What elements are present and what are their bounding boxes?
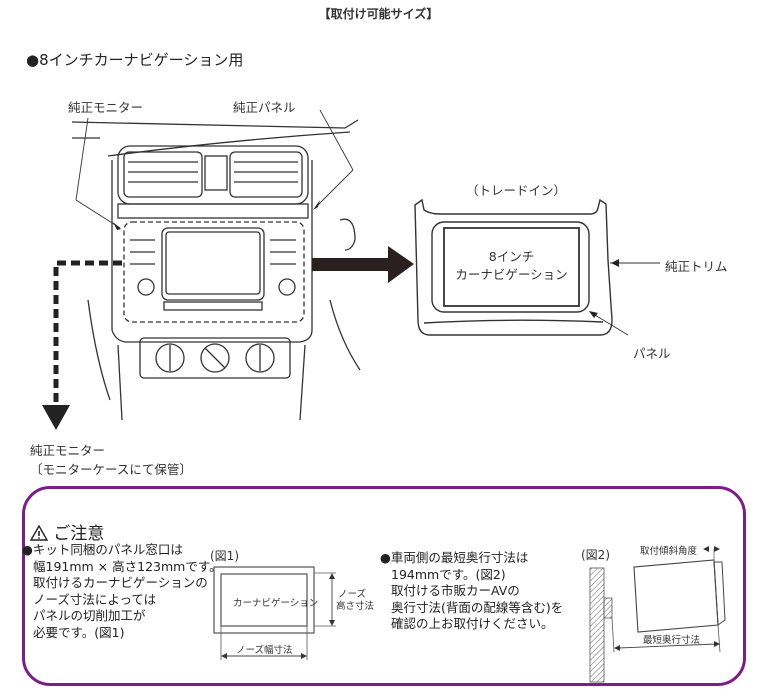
dashboard-illustration <box>71 109 361 421</box>
air-vent-right <box>229 151 303 198</box>
hazard-switch <box>204 155 228 191</box>
fig1-width-label: ノーズ幅寸法 <box>236 645 293 656</box>
notice-right-line: 奥行寸法(背面の配線等含む)を <box>391 599 564 615</box>
label-stock-trim: 純正トリム <box>665 259 728 274</box>
label-stock-panel: 純正パネル <box>233 100 296 115</box>
notice-right-text: ●車両側の最短奥行寸法は 194mmです。(図2) 取付ける市販カーAVの 奥行… <box>380 550 563 633</box>
page-title: 【取付け可能サイズ】 <box>318 7 439 21</box>
fig1-inner-text: カーナビゲーション <box>233 598 319 609</box>
notice-left-line: 必要です。(図1) <box>33 624 125 640</box>
label-panel: パネル <box>633 346 671 361</box>
down-arrow-head <box>42 405 70 430</box>
notice-right-line: ●車両側の最短奥行寸法は <box>380 550 529 565</box>
notice-right-line: 取付ける市販カーAVの <box>391 583 520 598</box>
notice-left-line: 幅191mm × 高さ123mmです。 <box>33 558 222 574</box>
notice-right-line: 194mmです。(図2) <box>391 566 506 582</box>
right-knob <box>278 278 296 296</box>
tradein-arrow-shaft <box>312 258 390 271</box>
climate-knob-right <box>245 343 275 373</box>
dash-top-line <box>71 119 359 129</box>
removal-arrow <box>53 260 122 410</box>
trim-pointer-arrow <box>611 259 619 267</box>
label-stock-monitor-removed: 純正モニター <box>30 443 106 458</box>
notice-title: ご注意 <box>53 524 105 544</box>
notice-left-line: 取付けるカーナビゲーションの <box>33 575 208 590</box>
label-stock-monitor: 純正モニター <box>68 100 144 115</box>
stock-trim-outline <box>414 198 613 336</box>
fig2-label: (図2) <box>581 548 610 562</box>
installation-diagram <box>42 109 660 430</box>
pointer-arrow-monitor <box>113 222 121 230</box>
pointer-arrow-panel <box>313 200 320 210</box>
tradein-screen-line1: 8インチ <box>488 249 535 264</box>
tradein-trim <box>414 198 660 336</box>
fig2-depth-label: 最短奥行寸法 <box>643 635 701 646</box>
notice-left-text: ●キット同梱のパネル窓口は 幅191mm × 高さ123mmです。 取付けるカー… <box>22 542 222 641</box>
notice-heading: ご注意 <box>29 519 105 546</box>
warning-triangle-icon <box>29 524 49 546</box>
notice-box <box>22 486 746 686</box>
screen-outline <box>443 227 580 307</box>
label-storage-note: 〔モニターケースにて保管〕 <box>30 462 192 477</box>
section-heading: ●8インチカーナビゲーション用 <box>26 51 244 69</box>
tradein-arrow-head <box>388 246 414 283</box>
fig1-label: (図1) <box>210 549 239 563</box>
panel-pointer-arrow <box>589 311 598 318</box>
panel-outline <box>431 221 590 313</box>
fig2-angle-label: 取付傾斜角度 <box>640 546 698 557</box>
climate-knob-center <box>200 343 230 373</box>
notice-left-line: ●キット同梱のパネル窓口は <box>22 542 183 557</box>
climate-knob-left <box>155 343 185 373</box>
notice-right-line: 確認の上お取付けください。 <box>391 616 554 631</box>
fig1-height-label-line2: 高さ寸法 <box>336 601 375 612</box>
air-vent-housing <box>117 145 309 205</box>
tradein-screen-line2: カーナビゲーション <box>455 267 568 282</box>
notice-left-line: ノーズ寸法によっては <box>33 591 157 607</box>
climate-panel <box>139 337 291 379</box>
air-vent-left <box>123 151 203 198</box>
left-knob <box>137 278 155 296</box>
tradein-title: （トレードイン） <box>466 183 567 198</box>
notice-left-line: パネルの切削加工が <box>33 608 146 623</box>
fig1-height-label-line1: ノーズ <box>338 589 367 600</box>
stock-panel-outline <box>123 221 305 323</box>
stock-monitor <box>161 227 265 301</box>
switch-strip <box>117 203 309 219</box>
